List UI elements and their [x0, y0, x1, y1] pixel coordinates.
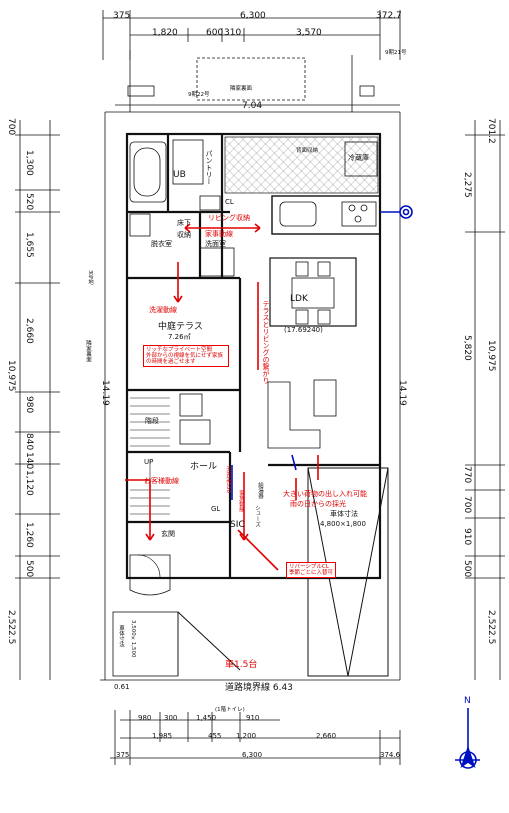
neighbor-left-label: 9期22号 [188, 92, 210, 98]
note-sentaku: 洗濯動線 [149, 306, 177, 314]
note-height: 天井高550 [225, 466, 231, 493]
note-reversible: リバーシブルCL 季節ごとに入替可 [286, 562, 337, 578]
dim-top2-c: 310 [224, 28, 242, 38]
note-parking: 車1.5台 [225, 660, 258, 670]
note-guest: お客様動線 [144, 477, 179, 485]
note-big-items: 大きい荷物の出し入れ可能 [283, 490, 367, 498]
note-reversible-sub: 季節ごとに入替可 [289, 570, 334, 576]
room-kyutou: 給湯器 [257, 482, 263, 499]
dim-left-11: 2,522.5 [6, 610, 16, 645]
dim-right-5: 910 [462, 528, 472, 546]
dim-bottom3-c: 374.6 [380, 751, 401, 759]
dim-right-0: 701.2 [486, 118, 496, 144]
toilet-label: (1階トイレ) [215, 707, 245, 713]
note-car-large-dim: 4,800×1,800 [320, 520, 366, 528]
dim-left-7: 140 [24, 452, 34, 470]
dim-right-2: 5,820 [462, 335, 472, 361]
dim-left-inner: 14.19 [100, 380, 110, 406]
dim-bottom2-b: 455 [208, 732, 222, 740]
note-car-large: 車体寸法 [330, 510, 358, 518]
dim-bottom1-d: 910 [246, 714, 260, 722]
dim-right-4: 700 [462, 496, 472, 514]
compass-north-label: N [464, 696, 471, 706]
dim-left-5: 980 [24, 396, 34, 414]
room-shoes: シューズ [254, 505, 260, 527]
note-privacy-title: リッチなプライベート空間 [146, 347, 213, 353]
dim-top-center: 6,300 [240, 11, 266, 21]
dim-bottom1-b: 300 [164, 714, 178, 722]
dim-right-inner: 14.19 [397, 380, 407, 406]
left-offset-label: 0.61 [114, 683, 130, 691]
note-living-storage: リビング収納 [208, 214, 250, 222]
room-sen: 洗面室 [205, 240, 226, 248]
note-kaji: 家事動線 [205, 230, 233, 238]
dim-left-8: 1,120 [24, 470, 34, 496]
dim-right-outer: 10,975 [486, 340, 496, 372]
dim-bottom3-b: 6,300 [242, 751, 263, 759]
room-cl: CL [225, 198, 234, 206]
dim-top2-d: 3,570 [296, 28, 322, 38]
room-ldk-area: (17.69240) [284, 326, 323, 334]
lot-number-label: 3号地 [87, 270, 93, 285]
room-terrace: 中庭テラス [158, 322, 203, 332]
dim-left-6: 840 [24, 433, 34, 451]
dim-bottom2-c: 1,200 [236, 732, 257, 740]
note-rainy: 雨の日からの採光 [290, 500, 346, 508]
note-terrace-link: テラスとリビングの繋がり [262, 300, 270, 384]
dim-right-7: 2,522.5 [486, 610, 496, 645]
dim-bottom3-a: 375 [116, 751, 130, 759]
neighbor-right-label: 9期21号 [385, 50, 407, 56]
dim-right-6: 500 [462, 560, 472, 578]
room-up: UP [144, 458, 154, 466]
room-yuka: 床下 [177, 219, 191, 227]
dim-top-left: 375 [113, 11, 131, 21]
dim-bottom1-a: 980 [138, 714, 152, 722]
room-fridge: 冷蔵庫 [348, 154, 369, 162]
dim-right-1: 2,275 [462, 172, 472, 198]
dim-left-2: 520 [24, 193, 34, 211]
dim-left-4: 2,660 [24, 318, 34, 344]
room-sic: SIC [230, 520, 245, 530]
room-hall: ホール [190, 462, 218, 472]
room-genkan: 玄関 [161, 530, 175, 538]
dim-left-0: 700 [6, 118, 16, 136]
dim-left-3: 1,655 [24, 232, 34, 258]
room-ub: UB [173, 170, 186, 180]
note-reversible-title: リバーシブルCL [289, 564, 329, 570]
room-datsui: 脱衣室 [151, 240, 172, 248]
room-terrace-area: 7.26㎡ [168, 333, 191, 341]
dim-top-right: 372.7 [376, 11, 402, 21]
dim-left-10: 500 [24, 560, 34, 578]
overall-width-label: 7.04 [242, 101, 263, 111]
dim-right-3: 770 [462, 466, 472, 484]
room-shuno: 収納 [177, 231, 191, 239]
neighbor-house-label: 隣家裏面 [230, 86, 253, 92]
note-car-small-dim: 3,500×1,500 [130, 620, 136, 658]
room-ldk: LDK [290, 294, 308, 304]
dim-top2-a: 1,820 [152, 28, 178, 38]
neighbor-side-label: 隣家裏面 [85, 340, 91, 362]
dim-top2-b: 600 [206, 28, 224, 38]
road-boundary-label: 道路境界線 6.43 [225, 683, 293, 693]
note-privacy-body: 外部からの視線を気にせず家族の時間を過ごせます [146, 353, 224, 365]
dim-left-outer: 10,975 [6, 360, 16, 392]
note-family-line: 家族動線 [238, 490, 244, 512]
dim-left-1: 1,300 [24, 150, 34, 176]
room-kitchen-back: 背面収納 [296, 148, 319, 154]
dim-left-9: 1,260 [24, 522, 34, 548]
room-stairs: 階段 [145, 417, 159, 425]
dim-bottom2-d: 2,660 [316, 732, 337, 740]
note-car-small: 車体寸法 [118, 625, 124, 647]
dim-bottom2-a: 1,985 [152, 732, 173, 740]
dim-bottom1-c: 1,450 [196, 714, 217, 722]
room-gl: GL [211, 505, 221, 513]
note-privacy: リッチなプライベート空間 外部からの視線を気にせず家族の時間を過ごせます [143, 345, 229, 367]
room-pantry: パントリー [205, 150, 213, 185]
